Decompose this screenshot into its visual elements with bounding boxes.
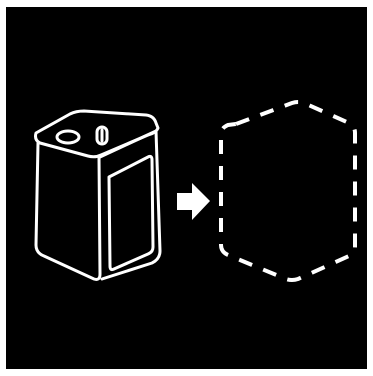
illustration-panel [6,7,367,369]
arrow-right-icon [177,183,210,220]
device-box-icon [34,109,162,281]
illustration-svg [34,100,357,282]
dashed-hexagon-icon [219,100,357,282]
